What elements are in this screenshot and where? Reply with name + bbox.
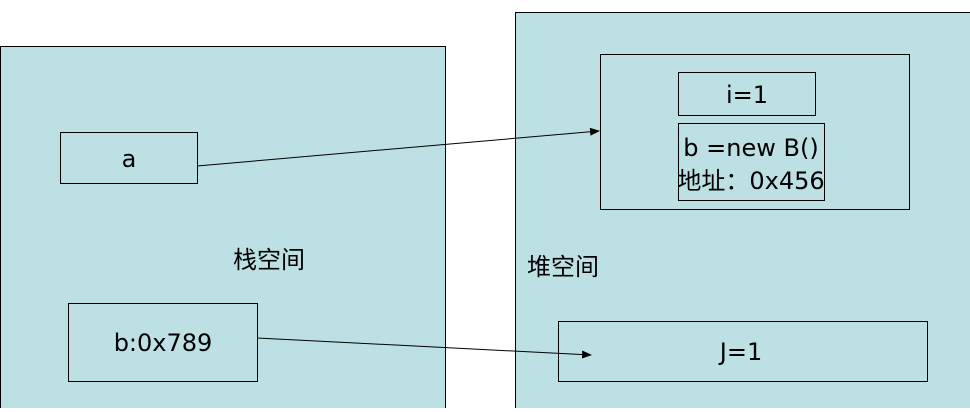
field-i-label: i=1 bbox=[726, 81, 768, 109]
field-j-label: J=1 bbox=[718, 338, 762, 366]
field-b-address: 地址：0x456 bbox=[677, 167, 824, 195]
stack-variable-b: b:0x789 bbox=[69, 304, 258, 382]
stack-panel-label: 栈空间 bbox=[233, 246, 305, 274]
stack-panel: 栈空间 a b:0x789 bbox=[1, 47, 446, 409]
stack-variable-a: a bbox=[61, 133, 198, 184]
stack-variable-b-label: b:0x789 bbox=[114, 329, 213, 357]
heap-object-j: J=1 bbox=[559, 322, 928, 382]
stack-variable-a-label: a bbox=[122, 145, 137, 173]
heap-object-a: i=1 b =new B() 地址：0x456 bbox=[601, 55, 910, 210]
heap-panel-label: 堆空间 bbox=[527, 253, 599, 281]
field-b-label: b =new B() bbox=[683, 134, 818, 162]
heap-panel: 堆空间 i=1 b =new B() 地址：0x456 J=1 bbox=[516, 13, 970, 409]
